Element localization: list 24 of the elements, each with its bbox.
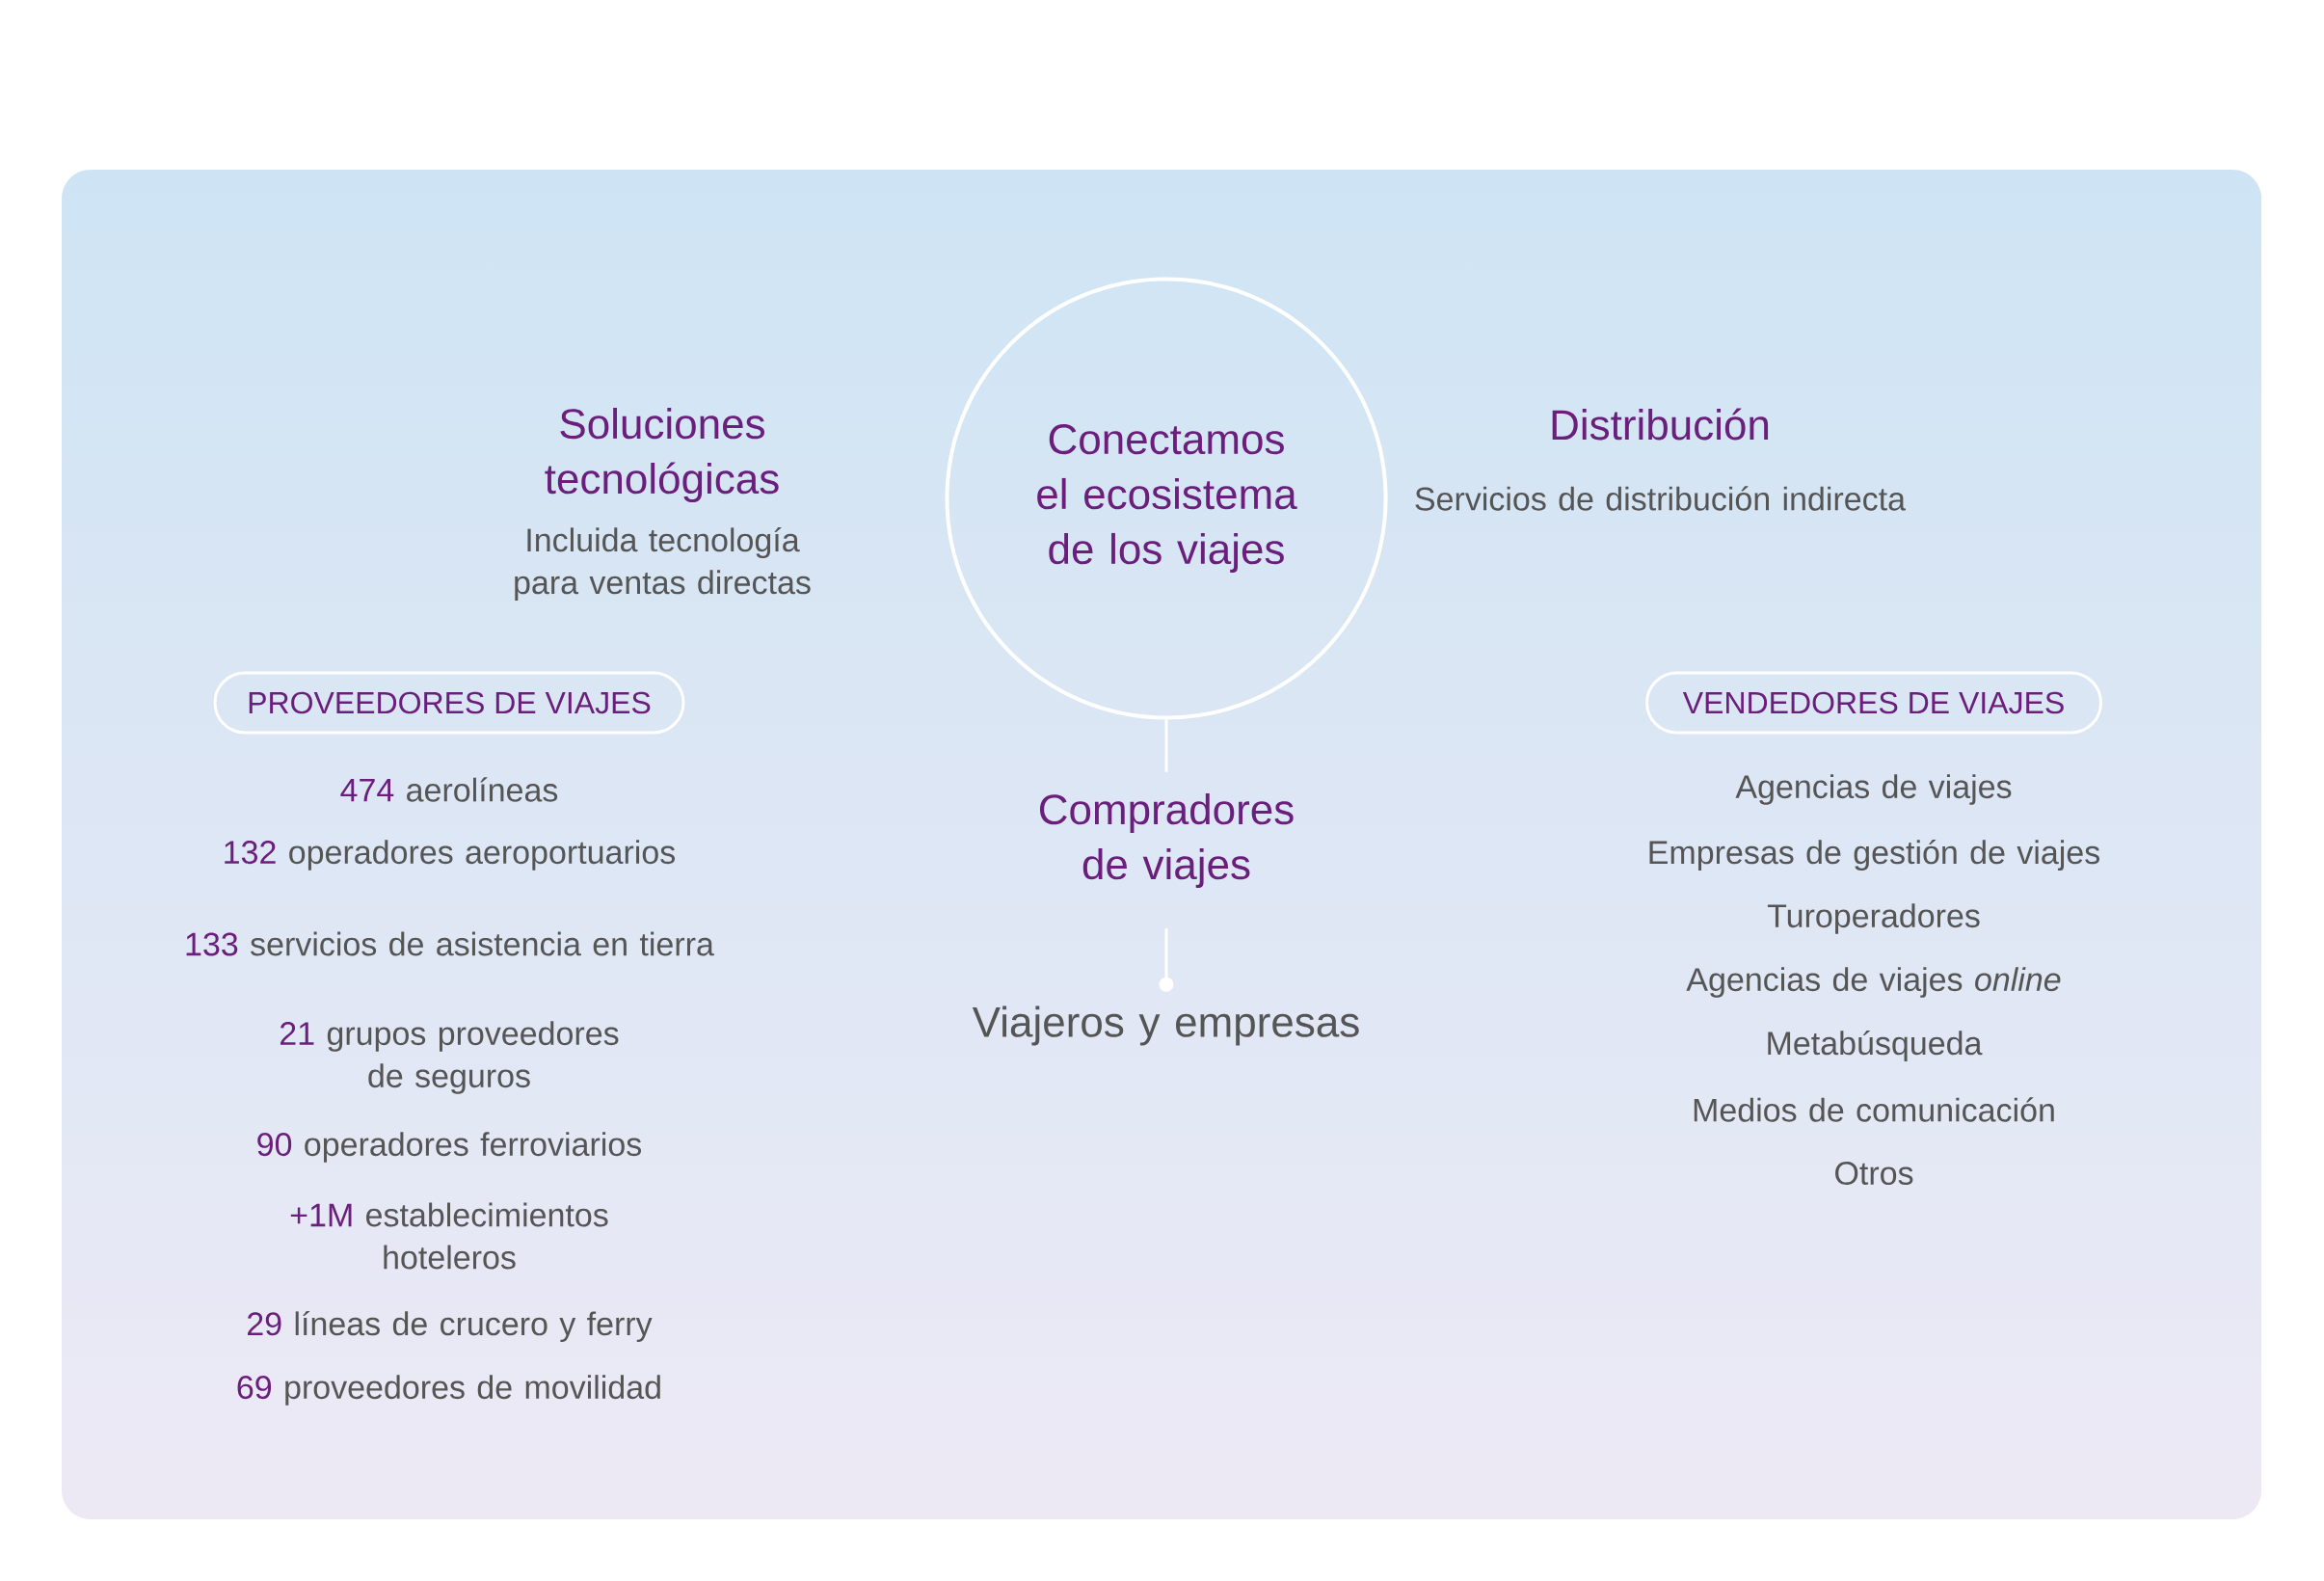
list-item: Metabúsqueda (1768, 1030, 1983, 1062)
list-item: Medios de comunicación (1694, 1097, 2054, 1122)
list-item: 132 operadores aeroportuarios (225, 840, 675, 871)
list-item: 474 aerolíneas (340, 777, 558, 802)
section-subtitle: Incluida tecnología para ventas directas (515, 526, 811, 602)
heading-text: Viajeros y empresas (972, 1005, 1359, 1046)
category-pill: PROVEEDORES DE VIAJES (213, 671, 685, 735)
list-item: 21 grupos proveedores de seguros (280, 1021, 619, 1094)
section-heading: Distribución (1552, 408, 1769, 441)
list-item: 29 líneas de crucero y ferry (248, 1311, 653, 1343)
category-pill: VENDEDORES DE VIAJES (1645, 671, 2103, 735)
heading-text: Compradores de viajes (1039, 793, 1294, 888)
list-item: Empresas de gestión de viajes (1649, 839, 2099, 871)
list-item: +1M establecimientos hoteleros (290, 1202, 608, 1270)
list-item: Agencias de viajes (1735, 774, 2012, 805)
list-item: 90 operadores ferroviarios (257, 1132, 641, 1163)
list-item: Otros (1835, 1162, 1913, 1186)
section-heading: Soluciones tecnológicas (545, 408, 779, 502)
list-item: 69 proveedores de movilidad (237, 1375, 660, 1406)
list-item: Agencias de viajes online (1686, 967, 2061, 998)
connector-line (1159, 928, 1174, 992)
list-item: Turoperadores (1767, 903, 1980, 934)
connector-line (1164, 719, 1168, 772)
list-item: 133 servicios de asistencia en tierra (186, 931, 714, 956)
